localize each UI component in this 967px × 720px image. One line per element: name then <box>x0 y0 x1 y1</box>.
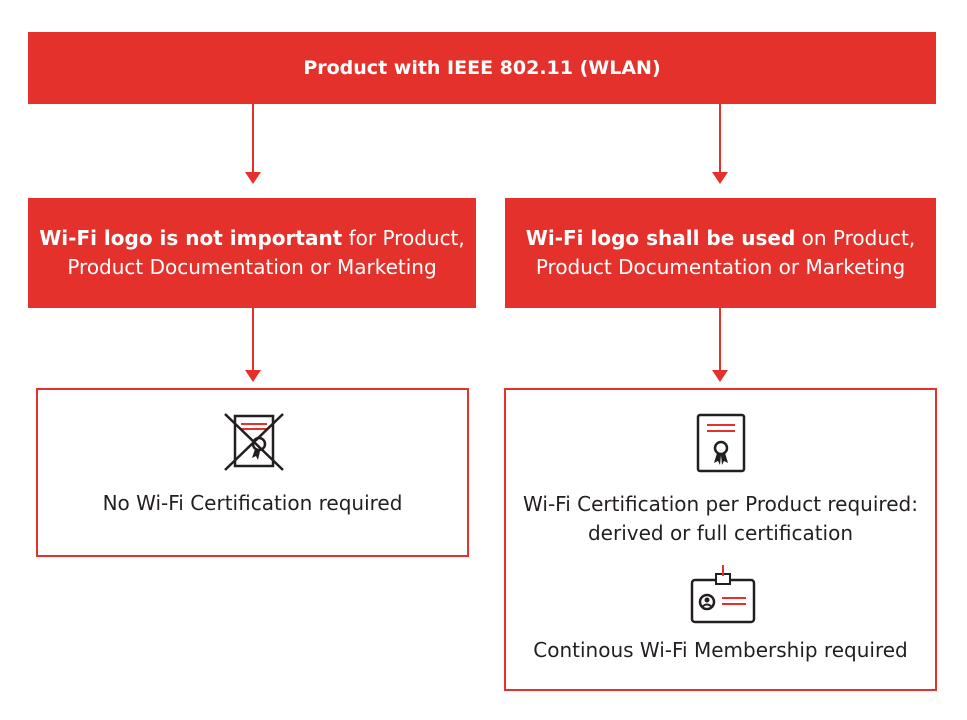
logo-not-important-rest: for Product, <box>342 226 465 250</box>
arrow-mid-left-head <box>245 370 261 382</box>
no-certification-box: No Wi-Fi Certification required <box>36 388 469 557</box>
product-wlan-box: Product with IEEE 802.11 (WLAN) <box>28 32 936 104</box>
logo-not-important-line1: Wi-Fi logo is not important for Product, <box>39 224 465 253</box>
logo-not-important-bold: Wi-Fi logo is not important <box>39 226 343 250</box>
product-wlan-label: Product with IEEE 802.11 (WLAN) <box>303 57 661 79</box>
arrow-mid-right-head <box>712 370 728 382</box>
certificate-icon <box>696 413 746 473</box>
certification-text-line2: derived or full certification <box>587 521 854 545</box>
logo-shall-be-used-line1: Wi-Fi logo shall be used on Product, <box>526 224 915 253</box>
membership-badge-icon <box>690 565 756 624</box>
logo-shall-be-used-rest: on Product, <box>795 226 916 250</box>
logo-shall-be-used-line2: Product Documentation or Marketing <box>535 255 906 279</box>
certification-required-box: Wi-Fi Certification per Product required… <box>504 388 937 691</box>
arrow-top-right-head <box>712 172 728 184</box>
logo-shall-be-used-box: Wi-Fi logo shall be used on Product, Pro… <box>505 198 936 308</box>
certification-text-line1: Wi-Fi Certification per Product required… <box>523 492 918 516</box>
logo-not-important-box: Wi-Fi logo is not important for Product,… <box>28 198 476 308</box>
membership-text: Continous Wi-Fi Membership required <box>533 638 908 662</box>
no-certification-text: No Wi-Fi Certification required <box>102 491 403 515</box>
logo-shall-be-used-bold: Wi-Fi logo shall be used <box>525 226 796 250</box>
crossed-out-certificate-icon <box>224 413 284 471</box>
arrow-top-left-head <box>245 172 261 184</box>
logo-not-important-line2: Product Documentation or Marketing <box>67 255 437 279</box>
